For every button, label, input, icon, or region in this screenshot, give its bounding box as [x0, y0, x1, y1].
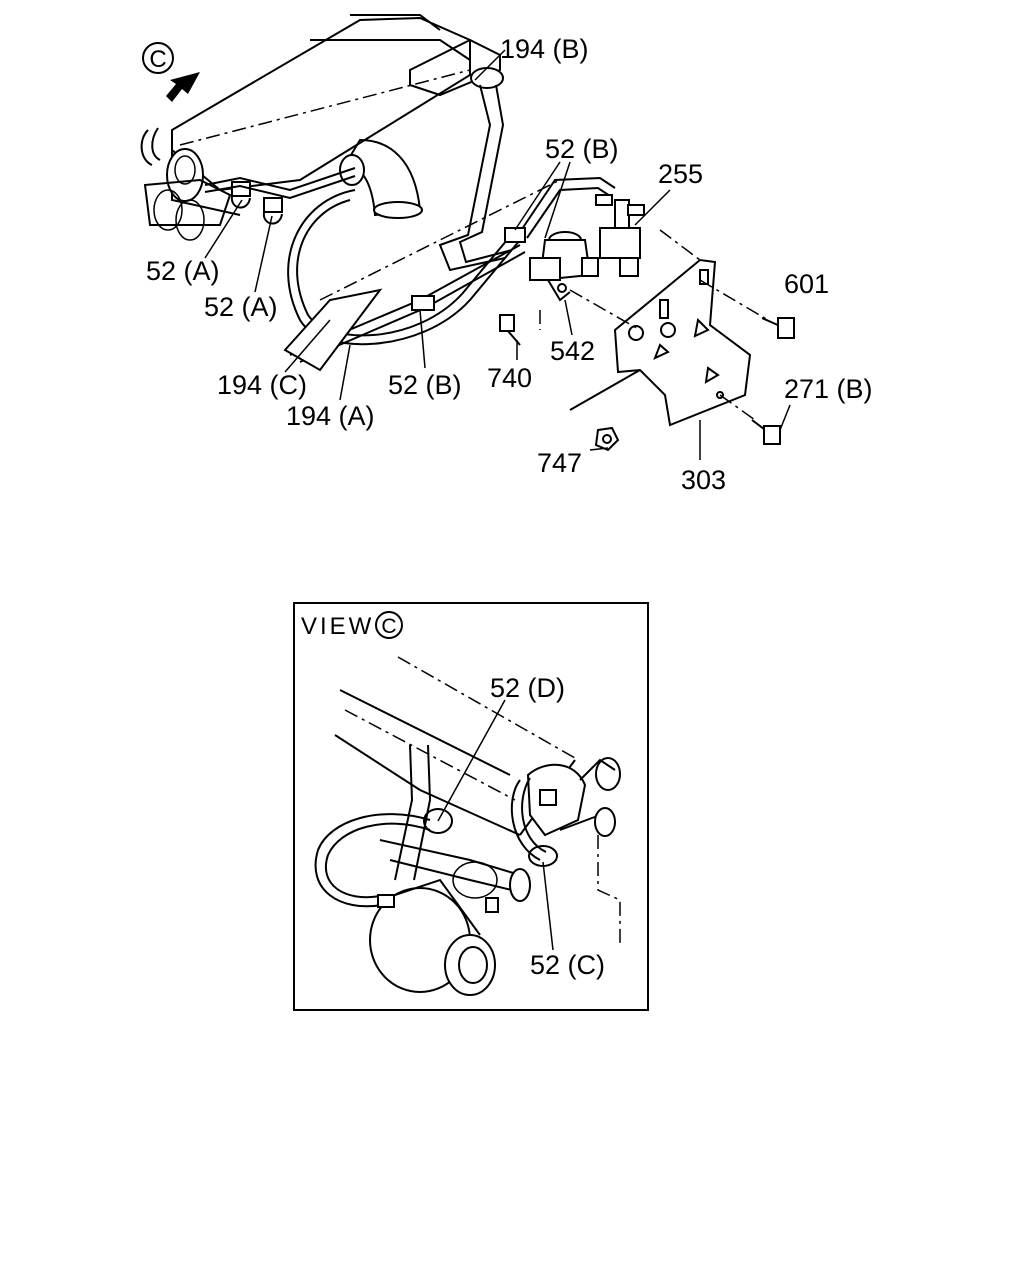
callout-52b-upper: 52 (B)	[545, 134, 619, 164]
callout-601: 601	[784, 269, 829, 299]
callout-747: 747	[537, 448, 582, 478]
callout-52c: 52 (C)	[530, 950, 605, 980]
engine-assembly: C	[140, 14, 795, 460]
view-c-marker-letter: C	[149, 46, 166, 73]
callout-52d: 52 (D)	[490, 673, 565, 703]
callout-740: 740	[487, 363, 532, 393]
view-c-marker: C	[142, 42, 174, 74]
inset-frame	[293, 602, 649, 1011]
callout-303: 303	[681, 465, 726, 495]
inset-marker-letter: C	[381, 615, 396, 638]
callout-52b-lower: 52 (B)	[388, 370, 462, 400]
view-direction-arrow	[166, 72, 200, 102]
callout-255: 255	[658, 159, 703, 189]
callout-194b: 194 (B)	[500, 34, 589, 64]
callout-52a-left: 52 (A)	[146, 256, 220, 286]
callout-271b: 271 (B)	[784, 374, 873, 404]
callout-542: 542	[550, 336, 595, 366]
inset-marker-circle	[375, 611, 403, 639]
inset-title: VIEW	[301, 613, 374, 640]
view-c-inset: VIEW C	[293, 602, 649, 1011]
callout-194a: 194 (A)	[286, 401, 375, 431]
callout-52a-right: 52 (A)	[204, 292, 278, 322]
callout-194c: 194 (C)	[217, 370, 307, 400]
